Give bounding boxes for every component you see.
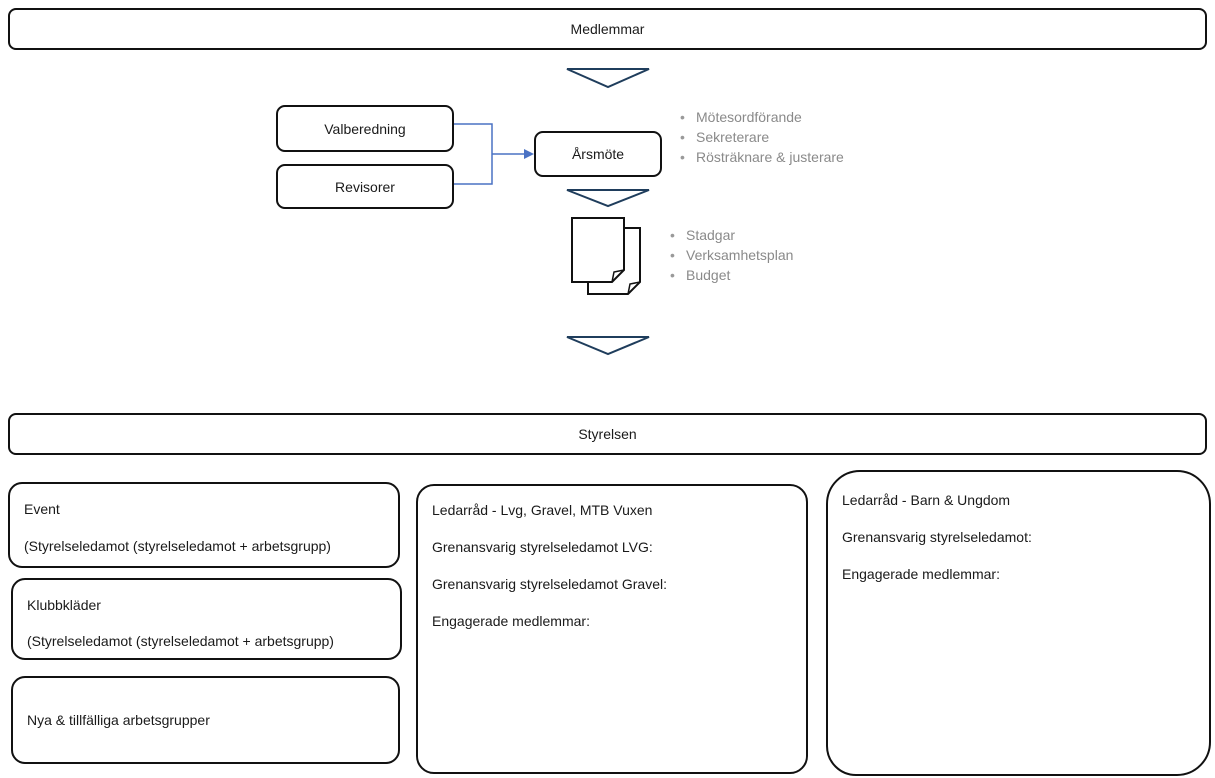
- klubbklader-subtitle: (Styrelseledamot (styrelseledamot + arbe…: [27, 633, 334, 649]
- medlemmar-label: Medlemmar: [570, 21, 645, 37]
- ledarrad-vuxen-title: Ledarråd - Lvg, Gravel, MTB Vuxen: [432, 502, 653, 518]
- down-arrow-icon: [566, 189, 650, 208]
- list-item: Budget: [670, 265, 793, 285]
- list-item: Verksamhetsplan: [670, 245, 793, 265]
- klubbklader-box: Klubbkläder (Styrelseledamot (styrelsele…: [11, 578, 402, 660]
- nya-arbetsgrupper-box: Nya & tillfälliga arbetsgrupper: [11, 676, 400, 764]
- valberedning-box: Valberedning: [276, 105, 454, 152]
- ledarrad-vuxen-lvg: Grenansvarig styrelseledamot LVG:: [432, 539, 653, 555]
- ledarrad-barn-grenansvarig: Grenansvarig styrelseledamot:: [842, 529, 1032, 545]
- list-item: Stadgar: [670, 225, 793, 245]
- event-box: Event (Styrelseledamot (styrelseledamot …: [8, 482, 400, 568]
- nya-arbetsgrupper-title: Nya & tillfälliga arbetsgrupper: [27, 712, 210, 728]
- connector-line: [454, 123, 493, 154]
- arsmote-label: Årsmöte: [571, 146, 625, 162]
- arsmote-roles-list: Mötesordförande Sekreterare Rösträknare …: [680, 107, 844, 167]
- klubbklader-title: Klubbkläder: [27, 597, 101, 613]
- ledarrad-vuxen-box: Ledarråd - Lvg, Gravel, MTB Vuxen Grenan…: [416, 484, 808, 774]
- ledarrad-barn-title: Ledarråd - Barn & Ungdom: [842, 492, 1011, 508]
- event-title: Event: [24, 501, 60, 517]
- arsmote-box: Årsmöte: [534, 131, 662, 177]
- list-item: Sekreterare: [680, 127, 844, 147]
- ledarrad-barn-medlemmar: Engagerade medlemmar:: [842, 566, 1000, 582]
- revisorer-box: Revisorer: [276, 164, 454, 209]
- ledarrad-vuxen-gravel: Grenansvarig styrelseledamot Gravel:: [432, 576, 667, 592]
- list-item: Rösträknare & justerare: [680, 147, 844, 167]
- documents-icon: [571, 217, 641, 295]
- documents-list: Stadgar Verksamhetsplan Budget: [670, 225, 793, 285]
- styrelsen-label: Styrelsen: [578, 426, 637, 442]
- event-subtitle: (Styrelseledamot (styrelseledamot + arbe…: [24, 538, 331, 554]
- styrelsen-box: Styrelsen: [8, 413, 1207, 455]
- valberedning-label: Valberedning: [324, 120, 406, 137]
- ledarrad-vuxen-medlemmar: Engagerade medlemmar:: [432, 613, 590, 629]
- ledarrad-barn-box: Ledarråd - Barn & Ungdom Grenansvarig st…: [826, 470, 1211, 776]
- medlemmar-box: Medlemmar: [8, 8, 1207, 50]
- down-arrow-icon: [566, 336, 650, 356]
- revisorer-label: Revisorer: [335, 178, 395, 195]
- connector-line: [454, 154, 493, 185]
- down-arrow-icon: [566, 68, 650, 89]
- list-item: Mötesordförande: [680, 107, 844, 127]
